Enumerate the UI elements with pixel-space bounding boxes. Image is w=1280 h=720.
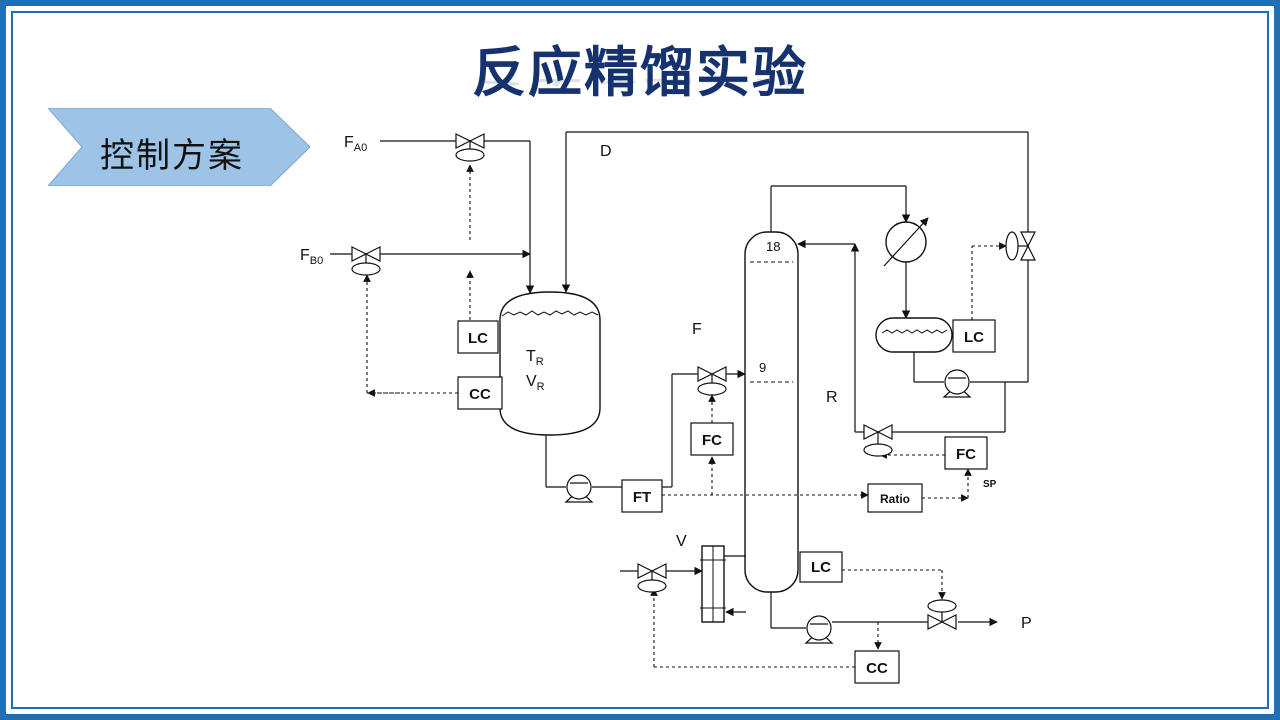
- stage-18-label: 18: [766, 239, 780, 254]
- fa0-label: FA0: [344, 134, 367, 154]
- distillate-valve: [1005, 231, 1036, 261]
- lc-drum-box: [952, 319, 996, 353]
- reactor-volume-label: VR: [526, 373, 545, 393]
- reactor-vessel: [499, 291, 601, 436]
- ratio-label: Ratio: [880, 492, 910, 506]
- feed-label: F: [692, 321, 702, 338]
- slide-frame-inner: [11, 11, 1269, 709]
- condenser-arrow: [883, 217, 929, 267]
- ft-feed-label: FT: [633, 489, 651, 506]
- cc-reactor-box: [457, 376, 503, 410]
- stage-9-label: 9: [759, 360, 766, 375]
- condenser: [885, 221, 927, 263]
- distillate-label: D: [600, 143, 612, 160]
- section-label: 控制方案: [100, 136, 244, 176]
- reflux-drum: [875, 317, 953, 353]
- sp-label: SP: [983, 479, 997, 490]
- reflux-pump: [942, 369, 972, 398]
- reflux-valve: [863, 424, 893, 457]
- fa0-valve: [455, 133, 485, 162]
- bottoms-pump: [804, 615, 834, 644]
- drum-liquid-level: [881, 329, 948, 334]
- fc-feed-label: FC: [702, 432, 722, 449]
- fb0-valve: [351, 246, 381, 276]
- distillation-column: [744, 231, 799, 593]
- fc-feed-box: [690, 422, 734, 456]
- cc-bottom-label: CC: [866, 660, 888, 677]
- chevron-shape: [48, 108, 310, 186]
- section-tag: 控制方案: [48, 108, 310, 186]
- reflux-label: R: [826, 389, 838, 406]
- ft-feed-box: [621, 479, 663, 513]
- lc-drum-label: LC: [964, 329, 984, 346]
- fb0-label: FB0: [300, 247, 323, 267]
- feed-pump: [564, 474, 594, 503]
- fc-reflux-label: FC: [956, 446, 976, 463]
- lc-reactor-box: [457, 320, 499, 354]
- lc-column-box: [799, 551, 843, 583]
- feed-valve: [697, 366, 727, 396]
- product-label: P: [1021, 615, 1032, 632]
- ratio-box: [867, 483, 923, 513]
- reactor-temp-label: TR: [526, 348, 544, 368]
- reactor-liquid-level: [501, 310, 599, 317]
- cc-reactor-label: CC: [469, 386, 491, 403]
- product-valve: [927, 599, 957, 630]
- vapor-label: V: [676, 533, 687, 550]
- steam-valve: [637, 563, 667, 593]
- lc-column-label: LC: [811, 559, 831, 576]
- fc-reflux-box: [944, 436, 988, 470]
- lc-reactor-label: LC: [468, 330, 488, 347]
- cc-bottom-box: [854, 650, 900, 684]
- slide-title: 反应精馏实验: [472, 40, 808, 104]
